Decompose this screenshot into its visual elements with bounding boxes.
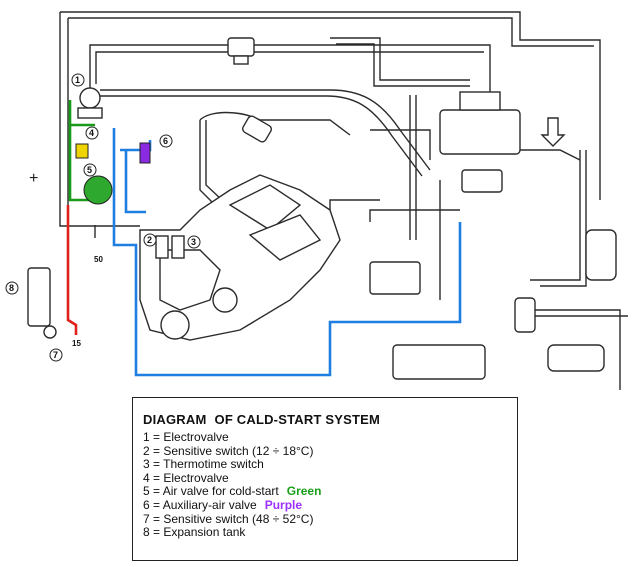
legend-title-b: OF CALD-START SYSTEM — [214, 412, 381, 427]
callout-2: 2 — [147, 235, 152, 245]
legend-items: 1 = Electrovalve 2 = Sensitive switch (1… — [143, 430, 507, 540]
legend-item-8: 8 = Expansion tank — [143, 525, 246, 540]
hose-right-upper — [330, 37, 470, 81]
sensitive-switch-2 — [155, 235, 169, 259]
wire-label-15: 15 — [72, 339, 81, 348]
blue-hose-3 — [124, 150, 146, 214]
throttle-body — [242, 115, 272, 143]
fuel-line-right — [530, 150, 581, 281]
hose-top-inner — [68, 17, 594, 47]
line-to-injector-pump — [369, 209, 460, 222]
callout-7: 7 — [53, 350, 58, 360]
blue-hose — [112, 128, 462, 377]
fuel-tank — [392, 344, 486, 380]
wire-label-50: 50 — [94, 255, 103, 264]
callout-4: 4 — [89, 128, 94, 138]
red-hose — [66, 205, 78, 335]
electrovalve-4-yellow — [75, 143, 89, 159]
legend-item-4: 4 = Electrovalve — [143, 470, 229, 485]
pressure-regulator-body — [227, 37, 255, 57]
hose-intake — [370, 129, 431, 160]
callout-5: 5 — [87, 165, 92, 175]
fuel-line-bottom — [520, 309, 621, 390]
callout-3: 3 — [191, 237, 196, 247]
fuel-pump-lower — [547, 344, 605, 372]
aux-air-valve-6-purple — [139, 142, 151, 164]
hose-central — [100, 89, 431, 171]
callout-1: 1 — [75, 75, 80, 85]
legend-item-3: 3 = Thermotime switch — [143, 457, 264, 472]
fuel-filter — [585, 229, 617, 281]
battery-plus-symbol: + — [29, 170, 39, 187]
hose-lower-link — [329, 199, 380, 235]
legend-title: DIAGRAM OF CALD-START SYSTEM — [143, 412, 507, 427]
legend-tag-purple: Purple — [264, 497, 303, 512]
expansion-tank — [27, 267, 51, 327]
green-hose — [68, 100, 95, 202]
electrovalve-1-body — [79, 87, 101, 109]
airflow-arrow — [540, 117, 566, 147]
cold-start-diagram: 1 2 3 4 5 6 7 8 50 15 — [5, 11, 628, 390]
thermotime-switch-3 — [171, 235, 185, 259]
fuel-line-right-2 — [540, 150, 587, 287]
fuel-distributor — [439, 109, 521, 155]
hose-mid-loop-2 — [95, 51, 484, 84]
hose-cross — [199, 111, 351, 136]
legend-title-a: DIAGRAM — [143, 412, 207, 427]
fuel-accumulator — [369, 261, 421, 295]
fuel-pump-upper — [514, 297, 536, 333]
injector-line-2 — [205, 120, 223, 201]
sensitive-switch-7 — [43, 325, 57, 339]
hose-right-upper-2 — [336, 43, 470, 87]
callout-8: 8 — [9, 283, 14, 293]
injector-line — [199, 120, 216, 206]
legend-item-7: 7 = Sensitive switch (48 ÷ 52°C) — [143, 511, 314, 526]
legend-tag-green: Green — [286, 484, 322, 499]
hose-mid-loop — [89, 44, 491, 92]
callout-6: 6 — [163, 136, 168, 146]
hose-top-outer — [60, 11, 601, 200]
legend-item-1: 1 = Electrovalve — [143, 430, 229, 444]
hose-central-2 — [100, 95, 423, 177]
legend-item-2: 2 = Sensitive switch (12 ÷ 18°C) — [143, 443, 314, 458]
air-valve-5-green — [83, 175, 113, 205]
legend-box: DIAGRAM OF CALD-START SYSTEM 1 = Electrov… — [132, 397, 518, 561]
